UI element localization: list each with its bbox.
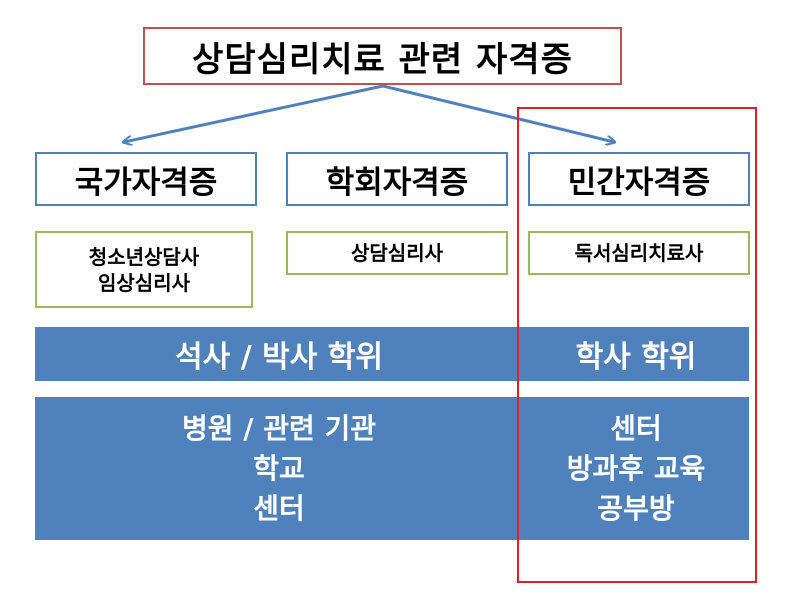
arrow-left xyxy=(124,84,384,142)
degree-right: 학사 학위 xyxy=(523,327,749,381)
arrow-right xyxy=(382,84,614,142)
diagram-title: 상담심리치료 관련 자격증 xyxy=(143,27,622,85)
workplace-band: 병원 / 관련 기관 학교 센터 센터 방과후 교육 공부방 xyxy=(35,397,749,540)
workplace-item: 방과후 교육 xyxy=(566,451,706,485)
category-national: 국가자격증 xyxy=(35,152,257,206)
workplace-right: 센터 방과후 교육 공부방 xyxy=(523,397,749,540)
workplace-item: 공부방 xyxy=(597,491,675,525)
cert-society: 상담심리사 xyxy=(286,231,508,275)
workplace-left: 병원 / 관련 기관 학교 센터 xyxy=(35,397,523,540)
cert-clinical-psychologist: 임상심리사 xyxy=(98,270,190,295)
degree-masters-doctorate: 석사 / 박사 학위 xyxy=(175,340,383,375)
category-private: 민간자격증 xyxy=(528,152,750,206)
cert-private: 독서심리치료사 xyxy=(528,231,750,275)
workplace-item: 학교 xyxy=(253,451,305,485)
workplace-item: 센터 xyxy=(253,491,305,525)
workplace-item: 병원 / 관련 기관 xyxy=(181,411,377,445)
cert-bibliotherapist: 독서심리치료사 xyxy=(574,241,704,265)
cert-youth-counselor: 청소년상담사 xyxy=(88,244,200,269)
cert-counseling-psychologist: 상담심리사 xyxy=(351,241,443,265)
degree-bachelors: 학사 학위 xyxy=(575,340,697,375)
category-society: 학회자격증 xyxy=(286,152,508,206)
cert-national: 청소년상담사 임상심리사 xyxy=(35,231,253,308)
workplace-item: 센터 xyxy=(610,411,662,445)
degree-band: 석사 / 박사 학위 학사 학위 xyxy=(35,327,749,381)
degree-left: 석사 / 박사 학위 xyxy=(35,327,523,381)
